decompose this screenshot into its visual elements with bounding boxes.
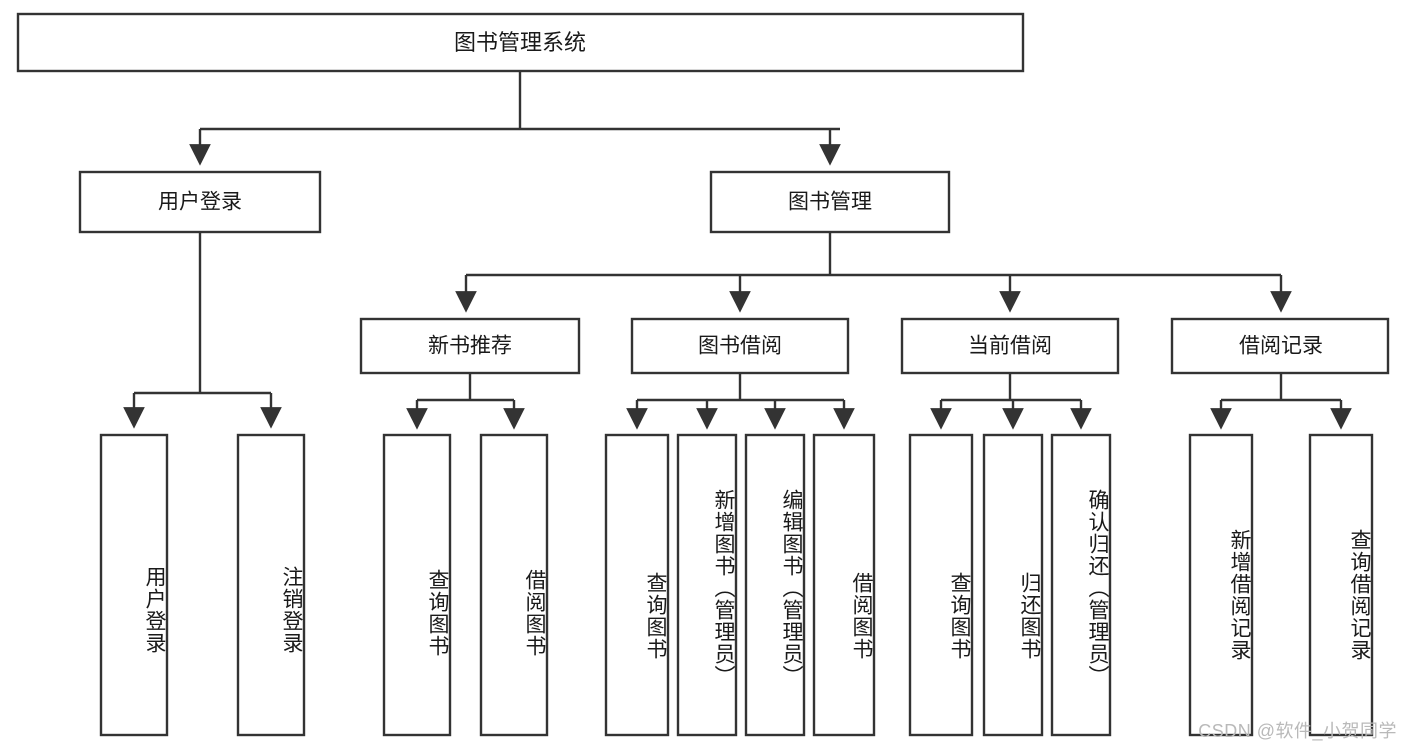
leaf-boxes: [99, 433, 1374, 737]
leaf-box-edit-book[interactable]: [744, 433, 806, 737]
node-current-borrow[interactable]: 当前借阅: [900, 317, 1120, 375]
csdn-watermark: CSDN @软件_小贺同学: [1198, 721, 1397, 741]
node-new-book-recommend[interactable]: 新书推荐: [359, 317, 581, 375]
leaf-box-user-logout[interactable]: [236, 433, 306, 737]
connector-bookborrow-to-leaves: [626, 373, 855, 430]
leaf-box-return-book[interactable]: [982, 433, 1044, 737]
leaf-box-add-book[interactable]: [676, 433, 738, 737]
node-book-manage[interactable]: 图书管理: [709, 170, 951, 234]
connector-borrowrecord-to-leaves: [1210, 373, 1352, 430]
connector-userlogin-to-leaves: [123, 232, 282, 429]
leaf-box-query-record[interactable]: [1308, 433, 1374, 737]
connector-currentborrow-to-leaves: [930, 373, 1092, 430]
connector-newbook-to-leaves: [406, 373, 525, 430]
node-new-book-recommend-label: 新书推荐: [428, 335, 512, 358]
node-user-login[interactable]: 用户登录: [78, 170, 322, 234]
leaf-box-user-login[interactable]: [99, 433, 169, 737]
node-root[interactable]: 图书管理系统: [16, 12, 1025, 73]
node-current-borrow-label: 当前借阅: [968, 335, 1052, 358]
node-root-label: 图书管理系统: [454, 30, 586, 55]
node-borrow-record-label: 借阅记录: [1239, 335, 1323, 358]
node-user-login-label: 用户登录: [158, 191, 242, 214]
leaf-box-query-book-3[interactable]: [908, 433, 974, 737]
leaf-box-confirm-return[interactable]: [1050, 433, 1112, 737]
node-borrow-record[interactable]: 借阅记录: [1170, 317, 1390, 375]
connector-root-to-level2: [189, 71, 841, 166]
node-book-borrow-label: 图书借阅: [698, 335, 782, 358]
leaf-box-query-book-2[interactable]: [604, 433, 670, 737]
node-book-manage-label: 图书管理: [788, 191, 872, 214]
connector-bookmanage-to-level3: [455, 232, 1292, 313]
leaf-box-borrow-book-1[interactable]: [479, 433, 549, 737]
leaf-box-add-record[interactable]: [1188, 433, 1254, 737]
leaf-box-borrow-book-2[interactable]: [812, 433, 876, 737]
node-book-borrow[interactable]: 图书借阅: [630, 317, 850, 375]
leaf-box-query-book-1[interactable]: [382, 433, 452, 737]
